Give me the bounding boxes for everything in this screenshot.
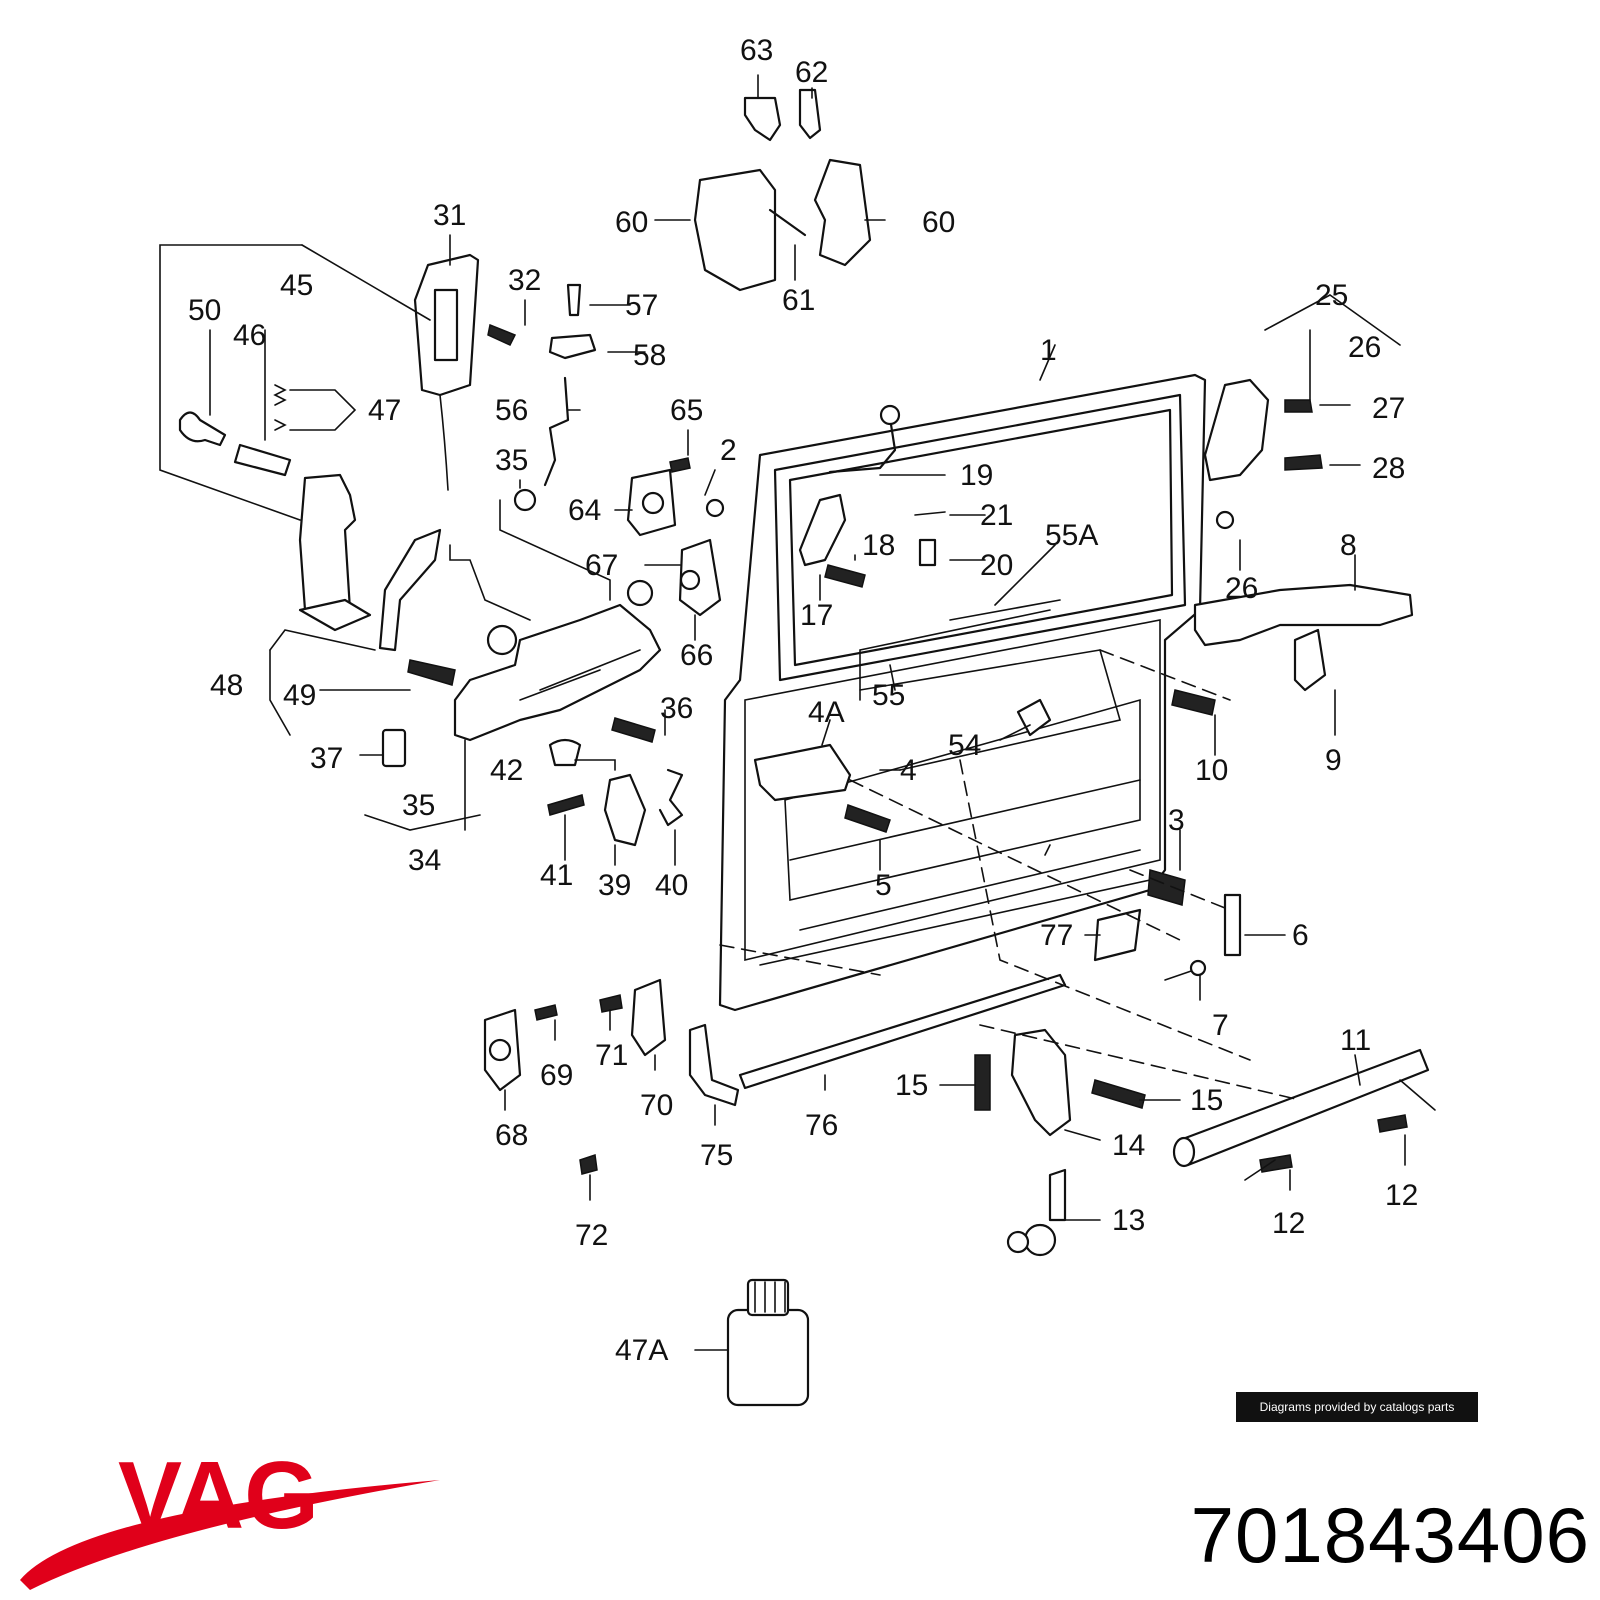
callout: 47 bbox=[368, 394, 401, 427]
callout: 19 bbox=[960, 459, 993, 492]
callout: 32 bbox=[508, 264, 541, 297]
callout: 4A bbox=[808, 696, 845, 729]
callout: 55A bbox=[1045, 519, 1098, 552]
callout: 57 bbox=[625, 289, 658, 322]
callout: 55 bbox=[872, 679, 905, 712]
callout: 45 bbox=[280, 269, 313, 302]
callout: 67 bbox=[585, 549, 618, 582]
callout: 13 bbox=[1112, 1204, 1145, 1237]
callout: 12 bbox=[1272, 1207, 1305, 1240]
callout: 63 bbox=[740, 34, 773, 67]
callout: 3 bbox=[1168, 804, 1185, 837]
callout: 49 bbox=[283, 679, 316, 712]
callout: 35 bbox=[402, 789, 435, 822]
callout: 15 bbox=[1190, 1084, 1223, 1117]
vag-logo: VAG bbox=[20, 1442, 440, 1590]
callout: 11 bbox=[1340, 1024, 1371, 1057]
callout: 62 bbox=[795, 56, 828, 89]
callout: 69 bbox=[540, 1059, 573, 1092]
callout: 37 bbox=[310, 742, 343, 775]
part-shapes bbox=[178, 88, 1430, 1407]
callout: 26 bbox=[1225, 572, 1258, 605]
callout: 7 bbox=[1212, 1009, 1229, 1042]
callout: 18 bbox=[862, 529, 895, 562]
callout: 77 bbox=[1040, 919, 1073, 952]
callout: 21 bbox=[980, 499, 1013, 532]
callout: 26 bbox=[1348, 331, 1381, 364]
callout: 15 bbox=[895, 1069, 928, 1102]
logo-swoosh bbox=[20, 1480, 440, 1590]
callout: 39 bbox=[598, 869, 631, 902]
callout: 4 bbox=[900, 754, 917, 787]
callout: 34 bbox=[408, 844, 441, 877]
callout: 14 bbox=[1112, 1129, 1145, 1162]
callout: 1 bbox=[1040, 334, 1057, 367]
callout: 61 bbox=[782, 284, 815, 317]
callout: 70 bbox=[640, 1089, 673, 1122]
callout: 28 bbox=[1372, 452, 1405, 485]
callout: 72 bbox=[575, 1219, 608, 1252]
callout: 47A bbox=[615, 1334, 668, 1367]
callout: 46 bbox=[233, 319, 266, 352]
part-number: 701843406 bbox=[1190, 1491, 1590, 1579]
callout: 6 bbox=[1292, 919, 1309, 952]
callout: 2 bbox=[720, 434, 737, 467]
callout: 65 bbox=[670, 394, 703, 427]
callout: 42 bbox=[490, 754, 523, 787]
callout: 12 bbox=[1385, 1179, 1418, 1212]
callout: 40 bbox=[655, 869, 688, 902]
callout: 17 bbox=[800, 599, 833, 632]
callout: 31 bbox=[433, 199, 466, 232]
callout: 20 bbox=[980, 549, 1013, 582]
callout: 60 bbox=[615, 206, 648, 239]
callout: 56 bbox=[495, 394, 528, 427]
callout: 10 bbox=[1195, 754, 1228, 787]
callout: 54 bbox=[948, 729, 981, 762]
leader-lines bbox=[159, 74, 1436, 1351]
callout: 50 bbox=[188, 294, 221, 327]
callout: 5 bbox=[875, 869, 892, 902]
callout: 35 bbox=[495, 444, 528, 477]
callout: 71 bbox=[595, 1039, 628, 1072]
callout: 76 bbox=[805, 1109, 838, 1142]
callout: 8 bbox=[1340, 529, 1357, 562]
callout: 36 bbox=[660, 692, 693, 725]
callout: 75 bbox=[700, 1139, 733, 1172]
callout: 9 bbox=[1325, 744, 1342, 777]
callout: 60 bbox=[922, 206, 955, 239]
callout: 25 bbox=[1315, 279, 1348, 312]
callout: 48 bbox=[210, 669, 243, 702]
callout: 64 bbox=[568, 494, 601, 527]
callout-labels: 1 3 4 4A 5 6 7 8 9 10 11 12 12 13 14 15 … bbox=[188, 34, 1418, 1367]
callout: 41 bbox=[540, 859, 573, 892]
callout: 66 bbox=[680, 639, 713, 672]
logo-wordmark: VAG bbox=[118, 1442, 319, 1549]
diagram-credit-badge: Diagrams provided by catalogs parts bbox=[1236, 1392, 1478, 1422]
callout: 68 bbox=[495, 1119, 528, 1152]
callout: 58 bbox=[633, 339, 666, 372]
callout: 27 bbox=[1372, 392, 1405, 425]
